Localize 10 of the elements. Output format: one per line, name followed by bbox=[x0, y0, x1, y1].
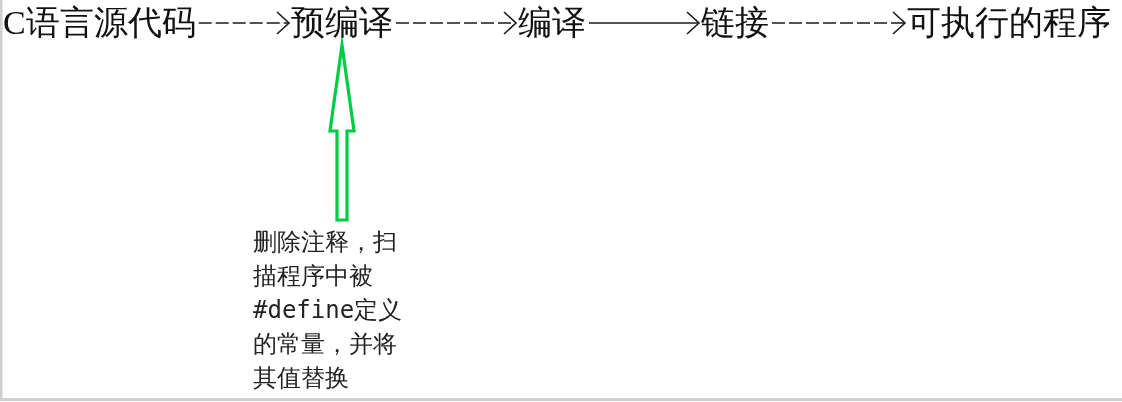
dashed-arrow bbox=[771, 11, 906, 35]
dashed-arrow bbox=[197, 11, 290, 35]
arrow bbox=[588, 11, 700, 35]
stage-label: C语言源代码 bbox=[3, 2, 196, 43]
stage-label: 链接 bbox=[701, 2, 769, 43]
stage-label: 编译 bbox=[518, 2, 586, 43]
annotation-text: 删除注释，扫描程序中被#define定义的常量，并将其值替换 bbox=[253, 222, 413, 395]
stage-label: 可执行的程序 bbox=[907, 2, 1111, 43]
dashed-arrow bbox=[395, 11, 517, 35]
stage-label: 预编译 bbox=[291, 2, 393, 43]
